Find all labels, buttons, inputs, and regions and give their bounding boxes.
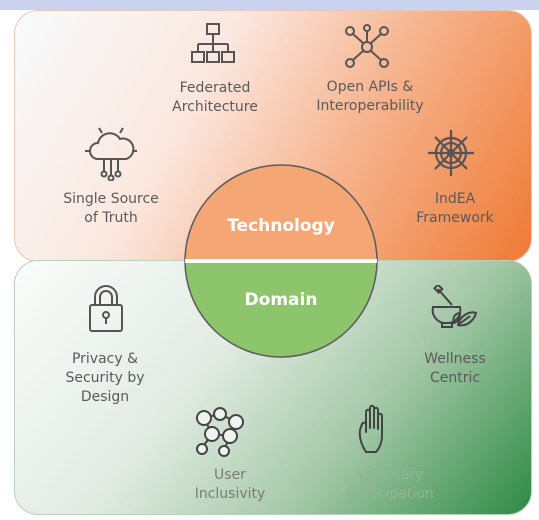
cloud-network-icon bbox=[85, 127, 137, 181]
federated-architecture-label: Federated Architecture bbox=[172, 80, 258, 115]
indea-framework-label: IndEA Framework bbox=[416, 191, 494, 226]
people-network-icon bbox=[196, 407, 244, 457]
top-strip bbox=[0, 0, 539, 10]
open-apis-label: Open APIs & Interoperability bbox=[316, 79, 424, 114]
voluntary-participation-label: Voluntary Participation bbox=[346, 467, 434, 502]
domain-title: Domain bbox=[244, 290, 318, 310]
network-hub-icon bbox=[345, 24, 389, 68]
technology-title: Technology bbox=[227, 216, 335, 236]
mortar-pestle-leaf-icon bbox=[431, 285, 478, 328]
technology-half bbox=[184, 164, 378, 262]
org-chart-icon bbox=[191, 23, 235, 63]
technology-domain-circle bbox=[184, 164, 378, 358]
privacy-security-label: Privacy & Security by Design bbox=[65, 351, 145, 405]
domain-half bbox=[184, 260, 378, 358]
single-source-label: Single Source of Truth bbox=[63, 191, 159, 226]
raised-hand-icon bbox=[358, 404, 383, 453]
padlock-icon bbox=[89, 285, 123, 332]
user-inclusivity-label: User Inclusivity bbox=[194, 467, 266, 502]
ship-wheel-icon bbox=[428, 130, 474, 176]
wellness-centric-label: Wellness Centric bbox=[424, 351, 486, 386]
